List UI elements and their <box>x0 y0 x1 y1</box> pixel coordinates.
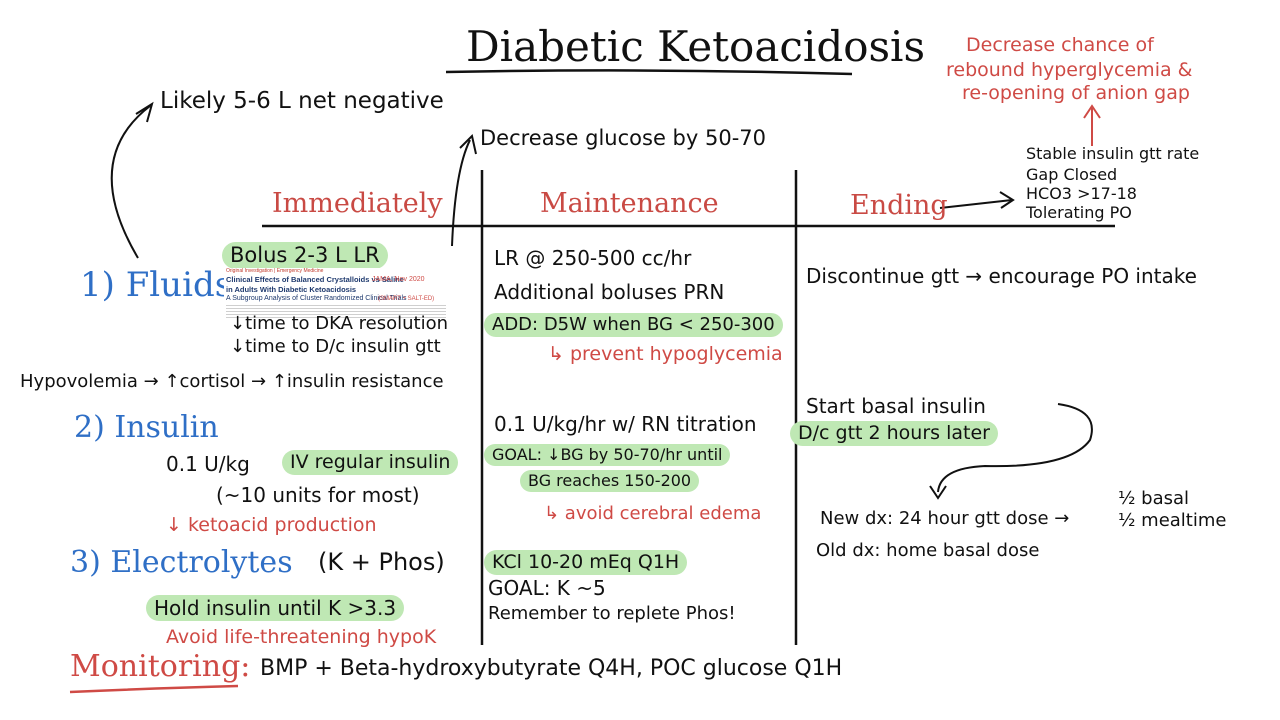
insulin-half-mealtime: ½ mealtime <box>1118 510 1227 531</box>
article-title-line-2: in Adults With Diabetic Ketoacidosis <box>226 285 357 294</box>
insulin-ketoacid-effect: ↓ ketoacid production <box>166 514 377 536</box>
insulin-goal-line-1: GOAL: ↓BG by 50-70/hr until <box>484 444 731 466</box>
insulin-old-dx: Old dx: home basal dose <box>816 540 1040 561</box>
decrease-glucose-note: Decrease glucose by 50-70 <box>480 126 766 150</box>
arrow-bolus-to-glucose <box>451 139 471 247</box>
article-author-lines <box>226 305 446 318</box>
insulin-maintenance-rate: 0.1 U/kg/hr w/ RN titration <box>494 412 757 436</box>
ending-criterion-1: Stable insulin gtt rate <box>1026 144 1200 163</box>
title-underline <box>445 69 853 76</box>
fluids-maintenance-rate: LR @ 250-500 cc/hr <box>494 246 692 270</box>
section-label-insulin: 2) Insulin <box>74 410 219 445</box>
section-label-fluids: 1) Fluids <box>80 265 233 305</box>
electrolytes-replete-phos: Remember to replete Phos! <box>488 603 736 624</box>
insulin-iv-regular: IV regular insulin <box>282 450 459 475</box>
electrolytes-hold-insulin: Hold insulin until K >3.3 <box>146 595 405 621</box>
ending-criterion-4: Tolerating PO <box>1026 203 1132 222</box>
article-title-line-1: Clinical Effects of Balanced Crystalloid… <box>226 275 404 284</box>
insulin-start-basal: Start basal insulin <box>806 394 986 418</box>
fluids-benefit-1: ↓time to DKA resolution <box>230 313 449 334</box>
ending-criterion-2: Gap Closed <box>1026 165 1118 184</box>
insulin-avoid-cerebral-edema: ↳ avoid cerebral edema <box>544 503 762 524</box>
ending-criterion-3: HCO3 >17-18 <box>1026 184 1137 203</box>
insulin-dose-prefix: 0.1 U/kg <box>166 452 250 476</box>
insulin-new-dx: New dx: 24 hour gtt dose → <box>820 508 1070 529</box>
electrolytes-avoid-hypok: Avoid life-threatening hypoK <box>166 626 437 648</box>
hypovolemia-chain: Hypovolemia → ↑cortisol → ↑insulin resis… <box>20 371 444 392</box>
article-subtitle: A Subgroup Analysis of Cluster Randomize… <box>226 295 407 302</box>
column-header-ending: Ending <box>850 190 948 221</box>
electrolytes-goal: GOAL: K ~5 <box>488 576 606 600</box>
monitoring-underline <box>69 684 239 694</box>
insulin-half-basal: ½ basal <box>1118 488 1190 509</box>
fluids-bolus: Bolus 2-3 L LR <box>222 242 388 269</box>
article-journal-note: JAMA, Nov 2020 <box>372 276 425 283</box>
rebound-note-line-3: re-opening of anion gap <box>962 82 1190 104</box>
insulin-goal-line-2: BG reaches 150-200 <box>520 470 700 492</box>
arrow-ending-to-criteria <box>939 199 1013 209</box>
fluids-prevent-hypoglycemia: ↳ prevent hypoglycemia <box>548 343 783 365</box>
net-negative-note: Likely 5-6 L net negative <box>160 88 444 114</box>
rebound-note-line-1: Decrease chance of <box>966 34 1154 56</box>
article-tag: Original Investigation | Emergency Medic… <box>226 268 324 274</box>
monitoring-text: BMP + Beta-hydroxybutyrate Q4H, POC gluc… <box>260 656 843 681</box>
column-header-immediately: Immediately <box>272 188 443 219</box>
insulin-units-note: (~10 units for most) <box>216 483 420 507</box>
arrow-fluids-to-net-negative <box>110 105 151 259</box>
article-clipping: Original Investigation | Emergency Medic… <box>224 268 448 318</box>
monitoring-label: Monitoring: <box>70 649 251 684</box>
article-trials-note: (SMART + SALT-ED) <box>378 296 435 302</box>
arrow-basal-to-new-dx <box>937 403 1093 493</box>
page-title: Diabetic Ketoacidosis <box>466 22 926 71</box>
fluids-ending: Discontinue gtt → encourage PO intake <box>806 264 1197 288</box>
electrolytes-suffix: (K + Phos) <box>318 548 445 576</box>
electrolytes-kcl: KCl 10-20 mEq Q1H <box>484 550 688 575</box>
fluids-benefit-2: ↓time to D/c insulin gtt <box>230 336 441 357</box>
rebound-note-line-2: rebound hyperglycemia & <box>946 59 1193 81</box>
fluids-additional-boluses: Additional boluses PRN <box>494 280 725 304</box>
column-header-maintenance: Maintenance <box>540 188 719 219</box>
section-label-electrolytes: 3) Electrolytes <box>70 545 293 580</box>
insulin-dc-gtt: D/c gtt 2 hours later <box>790 421 998 446</box>
fluids-add-d5w: ADD: D5W when BG < 250-300 <box>484 313 783 337</box>
